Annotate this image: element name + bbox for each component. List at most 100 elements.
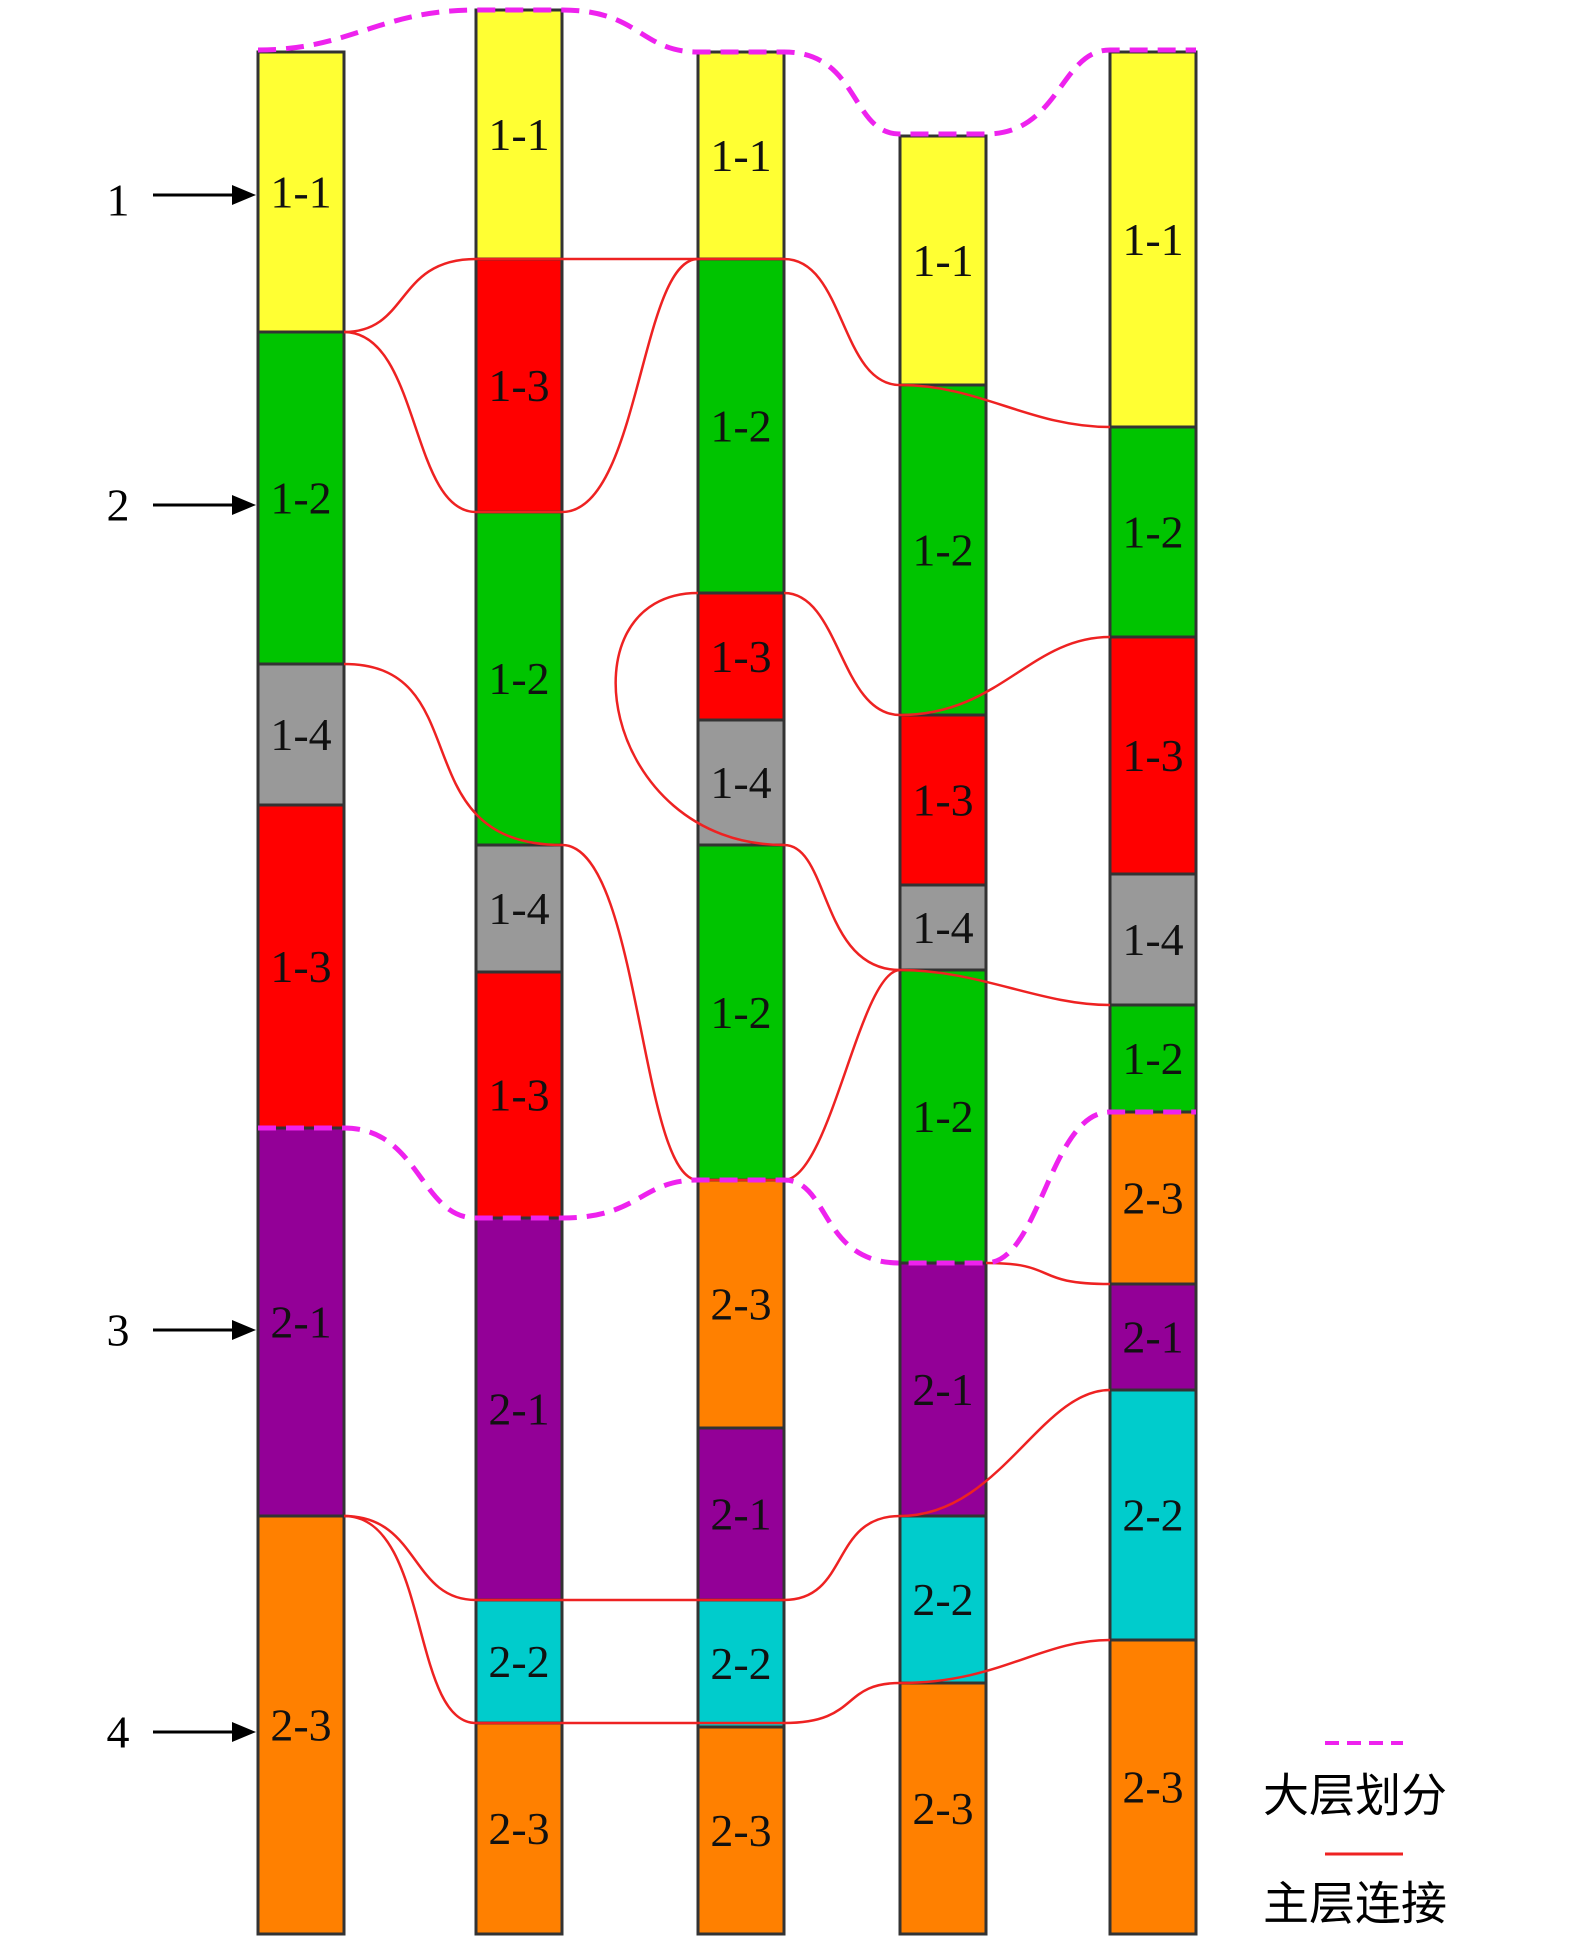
segment-label: 1-2 (710, 987, 771, 1038)
main-layer-connection-line (614, 591, 1111, 1007)
segment-label: 1-2 (1122, 1033, 1183, 1084)
layer-segment-1-2 (696, 257, 786, 595)
segment-label: 2-2 (488, 1636, 549, 1687)
segment-label: 2-3 (912, 1783, 973, 1834)
segment-label: 1-3 (1122, 730, 1183, 781)
major-division-line (257, 7, 1196, 137)
well-column-2 (474, 8, 564, 1936)
segment-label: 1-1 (912, 235, 973, 286)
layer-segment-1-4 (474, 843, 564, 974)
segment-label: 1-4 (912, 902, 973, 953)
marker-4: 4 (107, 1707, 256, 1758)
well-column-3 (696, 50, 786, 1936)
marker-label: 1 (107, 175, 130, 226)
marker-label: 2 (107, 480, 130, 531)
segment-label: 2-3 (488, 1803, 549, 1854)
layer-segment-1-2 (898, 968, 988, 1265)
marker-2: 2 (107, 480, 256, 531)
segment-label: 2-3 (710, 1805, 771, 1856)
layer-segment-1-3 (474, 970, 564, 1220)
segment-label: 2-3 (710, 1279, 771, 1330)
layer-segment-2-3 (898, 1681, 988, 1936)
segment-label: 1-3 (270, 941, 331, 992)
segment-label: 2-1 (912, 1364, 973, 1415)
segment-label: 1-1 (488, 109, 549, 160)
main-layer-connection-line (343, 257, 1111, 429)
layer-segment-2-1 (696, 1426, 786, 1602)
layer-segment-1-3 (898, 713, 988, 887)
layer-segment-1-1 (256, 50, 346, 334)
legend-connection-label: 主层连接 (1263, 1879, 1447, 1930)
well-columns (256, 8, 1198, 1936)
segment-label: 1-4 (1122, 914, 1183, 965)
marker-1: 1 (107, 175, 256, 226)
layer-segment-2-3 (696, 1178, 786, 1430)
layer-segment-1-4 (898, 883, 988, 972)
layer-segment-1-3 (474, 257, 564, 514)
layer-segment-2-3 (696, 1725, 786, 1936)
segment-label: 2-2 (1122, 1490, 1183, 1541)
layer-segment-2-3 (1108, 1638, 1198, 1936)
segment-label: 2-1 (488, 1384, 549, 1435)
segment-label: 1-2 (488, 653, 549, 704)
well-column-1 (256, 50, 346, 1936)
layer-segment-2-1 (898, 1261, 988, 1518)
segment-label: 1-2 (710, 401, 771, 452)
segment-label: 2-2 (710, 1638, 771, 1689)
segment-label: 1-3 (488, 1070, 549, 1121)
segment-labels: 1-1 1-2 1-4 1-3 2-1 2-3 1-1 1-3 1-2 1-4 1-3 2-1 2-2 2… (270, 109, 1183, 1856)
marker-3: 3 (107, 1305, 256, 1356)
well-column-5 (1108, 50, 1198, 1936)
main-layer-connection-line (783, 591, 1111, 717)
legend: 大层划分 主层连接 (1263, 1741, 1447, 1930)
segment-label: 2-1 (270, 1297, 331, 1348)
layer-segment-1-1 (898, 134, 988, 387)
arrow-head-icon (232, 495, 256, 515)
segment-label: 2-3 (270, 1700, 331, 1751)
main-layer-connections (343, 257, 1111, 1725)
layer-segment-2-2 (1108, 1388, 1198, 1642)
layer-segment-1-2 (1108, 425, 1198, 639)
marker-label: 3 (107, 1305, 130, 1356)
segment-label: 1-4 (270, 709, 331, 760)
segment-label: 1-3 (488, 360, 549, 411)
arrow-head-icon (232, 1722, 256, 1742)
segment-label: 1-2 (912, 525, 973, 576)
segment-label: 1-4 (488, 883, 549, 934)
segment-label: 1-1 (270, 167, 331, 218)
segment-label: 1-4 (710, 757, 771, 808)
layer-segment-1-4 (696, 718, 786, 847)
segment-label: 1-2 (270, 473, 331, 524)
layer-segment-2-3 (256, 1514, 346, 1936)
layer-segment-1-3 (256, 803, 346, 1130)
segment-label: 1-1 (710, 130, 771, 181)
segment-label: 2-2 (912, 1574, 973, 1625)
layer-segment-1-3 (696, 591, 786, 722)
segment-label: 1-2 (1122, 507, 1183, 558)
main-layer-connection-line (343, 662, 901, 1182)
segment-label: 1-3 (710, 631, 771, 682)
segment-label: 1-2 (912, 1091, 973, 1142)
marker-label: 4 (107, 1707, 130, 1758)
arrow-head-icon (232, 1320, 256, 1340)
segment-label: 2-1 (1122, 1312, 1183, 1363)
layer-segment-2-1 (474, 1216, 564, 1602)
layer-segment-1-2 (256, 330, 346, 666)
legend-major-label: 大层划分 (1263, 1771, 1447, 1822)
segment-label: 2-1 (710, 1489, 771, 1540)
main-layer-connection-line (343, 1388, 1111, 1602)
segment-label: 1-1 (1122, 214, 1183, 265)
major-layer-divisions (257, 7, 1196, 1266)
segment-label: 2-3 (1122, 1173, 1183, 1224)
layer-segment-2-2 (898, 1514, 988, 1685)
well-column-4 (898, 134, 988, 1936)
layer-segment-1-2 (696, 843, 786, 1182)
major-division-line (258, 1109, 1196, 1266)
segment-label: 2-3 (1122, 1762, 1183, 1813)
arrow-head-icon (232, 185, 256, 205)
segment-label: 1-3 (912, 775, 973, 826)
layer-segment-1-2 (1108, 1003, 1198, 1114)
main-layer-connection-line (343, 1514, 1111, 1725)
main-layer-connection-line (985, 1261, 1111, 1286)
